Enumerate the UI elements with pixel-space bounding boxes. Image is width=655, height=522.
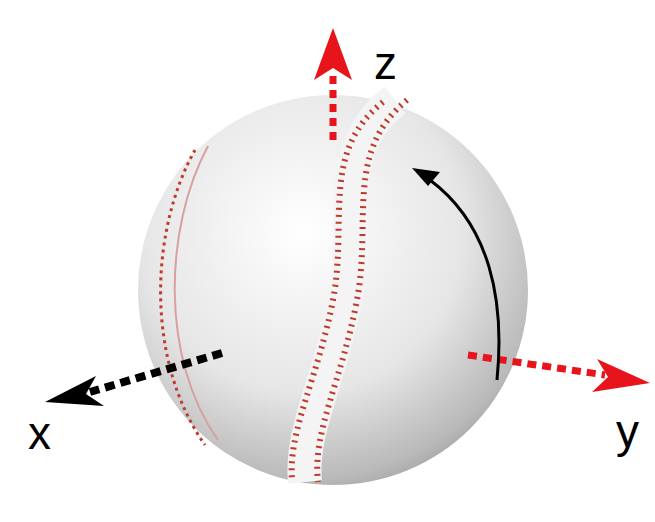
arrowhead [314, 28, 352, 80]
y-axis [468, 355, 605, 375]
x-axis [90, 353, 222, 392]
rotation-arrow [430, 180, 499, 380]
axis-label: x [28, 410, 51, 456]
seam-band [304, 100, 395, 482]
axis-label: z [374, 40, 397, 86]
seam [175, 146, 218, 440]
ball [138, 95, 528, 485]
z-axis [330, 72, 337, 140]
arrowhead [592, 359, 650, 392]
axis-label: y [616, 408, 639, 454]
arrowhead [412, 168, 440, 186]
arrowhead [45, 376, 104, 406]
seam [317, 100, 407, 482]
seam [161, 150, 205, 445]
